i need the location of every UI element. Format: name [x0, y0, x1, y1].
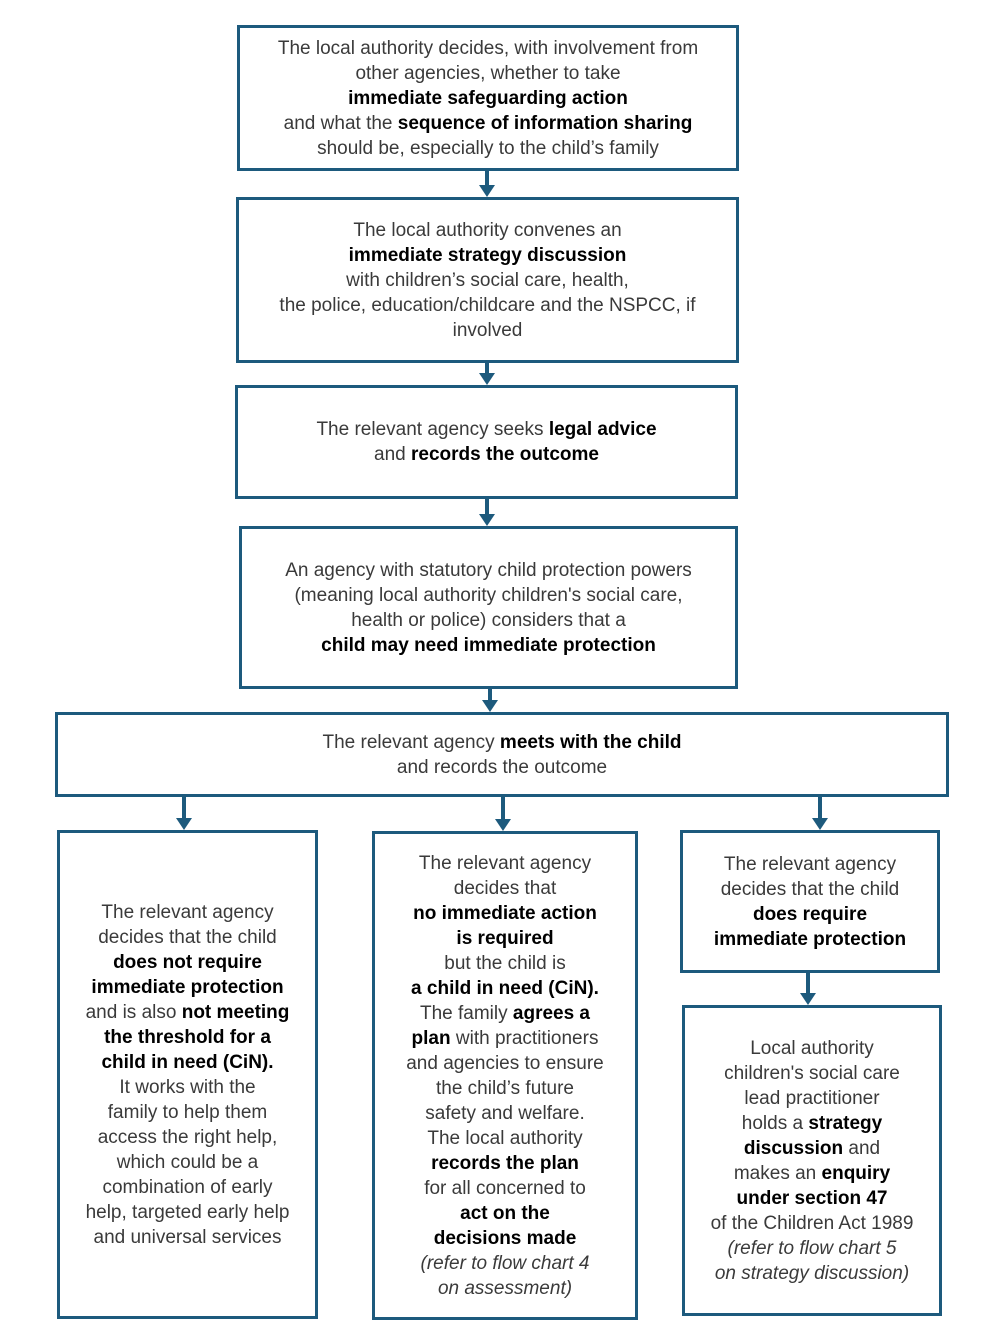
arrow-stem [485, 171, 489, 188]
arrow-stem [818, 797, 822, 821]
arrow-stem [485, 363, 489, 376]
box-text: An agency with statutory child protectio… [285, 559, 692, 656]
arrowhead-icon [479, 373, 495, 385]
arrowhead-icon [479, 185, 495, 197]
arrow-stem [501, 797, 505, 822]
arrowhead-icon [800, 993, 816, 1005]
box-immediate-safeguarding-decision: The local authority decides, with involv… [237, 25, 739, 171]
arrowhead-icon [482, 700, 498, 712]
box-agency-meets-with-child: The relevant agency meets with the child… [55, 712, 949, 797]
box-text: The relevant agency meets with the child… [322, 731, 682, 778]
arrow-requires-protection-to-section-47 [799, 973, 817, 1005]
arrowhead-icon [812, 818, 828, 830]
arrowhead-icon [176, 818, 192, 830]
arrow-stem [485, 499, 489, 517]
box-child-may-need-immediate-protection: An agency with statutory child protectio… [239, 526, 738, 689]
arrow-meets-child-to-no-protection-not-cin [175, 797, 193, 830]
arrow-safeguarding-to-strategy [478, 171, 496, 197]
arrow-legal-advice-to-may-need-protection [478, 499, 496, 526]
arrow-stem [182, 797, 186, 821]
box-text: The local authority decides, with involv… [277, 37, 699, 159]
arrow-meets-child-to-requires-protection [811, 797, 829, 830]
arrow-may-need-protection-to-meets-child [481, 689, 499, 712]
arrow-stem [806, 973, 810, 996]
arrow-strategy-to-legal-advice [478, 363, 496, 385]
arrow-meets-child-to-child-in-need [494, 797, 512, 831]
arrowhead-icon [495, 819, 511, 831]
arrow-stem [488, 689, 492, 703]
arrowhead-icon [479, 514, 495, 526]
